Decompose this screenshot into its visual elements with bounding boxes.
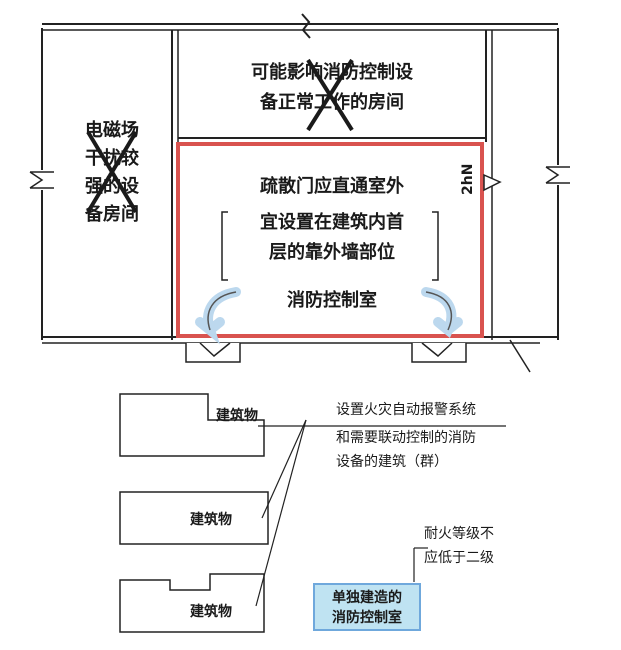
exit-door-left xyxy=(185,343,241,363)
building-2-label: 建筑物 xyxy=(190,511,232,528)
room-left-label-line4: 备房间 xyxy=(84,203,139,225)
control-room-note-line1: 疏散门应直通室外 xyxy=(260,175,404,197)
break-mark-left xyxy=(29,171,54,189)
note-bracket xyxy=(221,211,439,281)
exit-door-right xyxy=(411,343,467,363)
door-marker xyxy=(483,173,502,192)
prohibited-cross-left xyxy=(86,130,138,214)
building-3 xyxy=(119,573,265,633)
alarm-note-line3: 设备的建筑（群） xyxy=(336,453,448,470)
building-1 xyxy=(119,393,265,457)
prohibited-cross-top xyxy=(306,58,354,132)
room-top-label-line1: 可能影响消防控制设 xyxy=(251,61,413,83)
control-room-note-line3: 层的靠外墙部位 xyxy=(269,241,395,263)
building-2 xyxy=(119,491,269,545)
control-room-name: 消防控制室 xyxy=(287,289,377,311)
standalone-control-room xyxy=(313,583,421,631)
fire-rating-note-line1: 耐火等级不 xyxy=(424,525,494,542)
wall-marker-label: 2hN xyxy=(460,164,476,195)
alarm-note-line2: 和需要联动控制的消防 xyxy=(336,430,476,446)
room-left-label-line2: 干扰较 xyxy=(85,147,139,169)
break-mark-top xyxy=(301,13,311,39)
break-mark-right xyxy=(545,166,570,184)
room-left-label-line1: 电磁场 xyxy=(85,119,139,141)
control-room-note-line2: 宜设置在建筑内首 xyxy=(260,211,404,233)
room-left-label-line3: 强的设 xyxy=(85,175,139,197)
upper-floor-plan: 2hN 可能影响消防控制设 备正常工作的房间 电磁场 干扰较 强的设 备房间 疏… xyxy=(29,13,570,373)
standalone-control-room-line1: 单独建造的 xyxy=(332,589,402,606)
fire-rating-note-line2: 应低于二级 xyxy=(424,549,494,566)
building-3-label: 建筑物 xyxy=(190,603,232,620)
room-top-label-line2: 备正常工作的房间 xyxy=(259,91,404,113)
evacuation-arrow-left xyxy=(195,287,241,345)
control-room-boundary xyxy=(176,142,484,338)
building-1-label: 建筑物 xyxy=(216,407,258,424)
lower-schematic: 建筑物 建筑物 建筑物 设置火灾自动报警系统 和需要联动控制的消防 设备的建筑（… xyxy=(119,393,506,633)
standalone-control-room-line2: 消防控制室 xyxy=(332,609,402,626)
alarm-note-line1: 设置火灾自动报警系统 xyxy=(336,401,476,418)
